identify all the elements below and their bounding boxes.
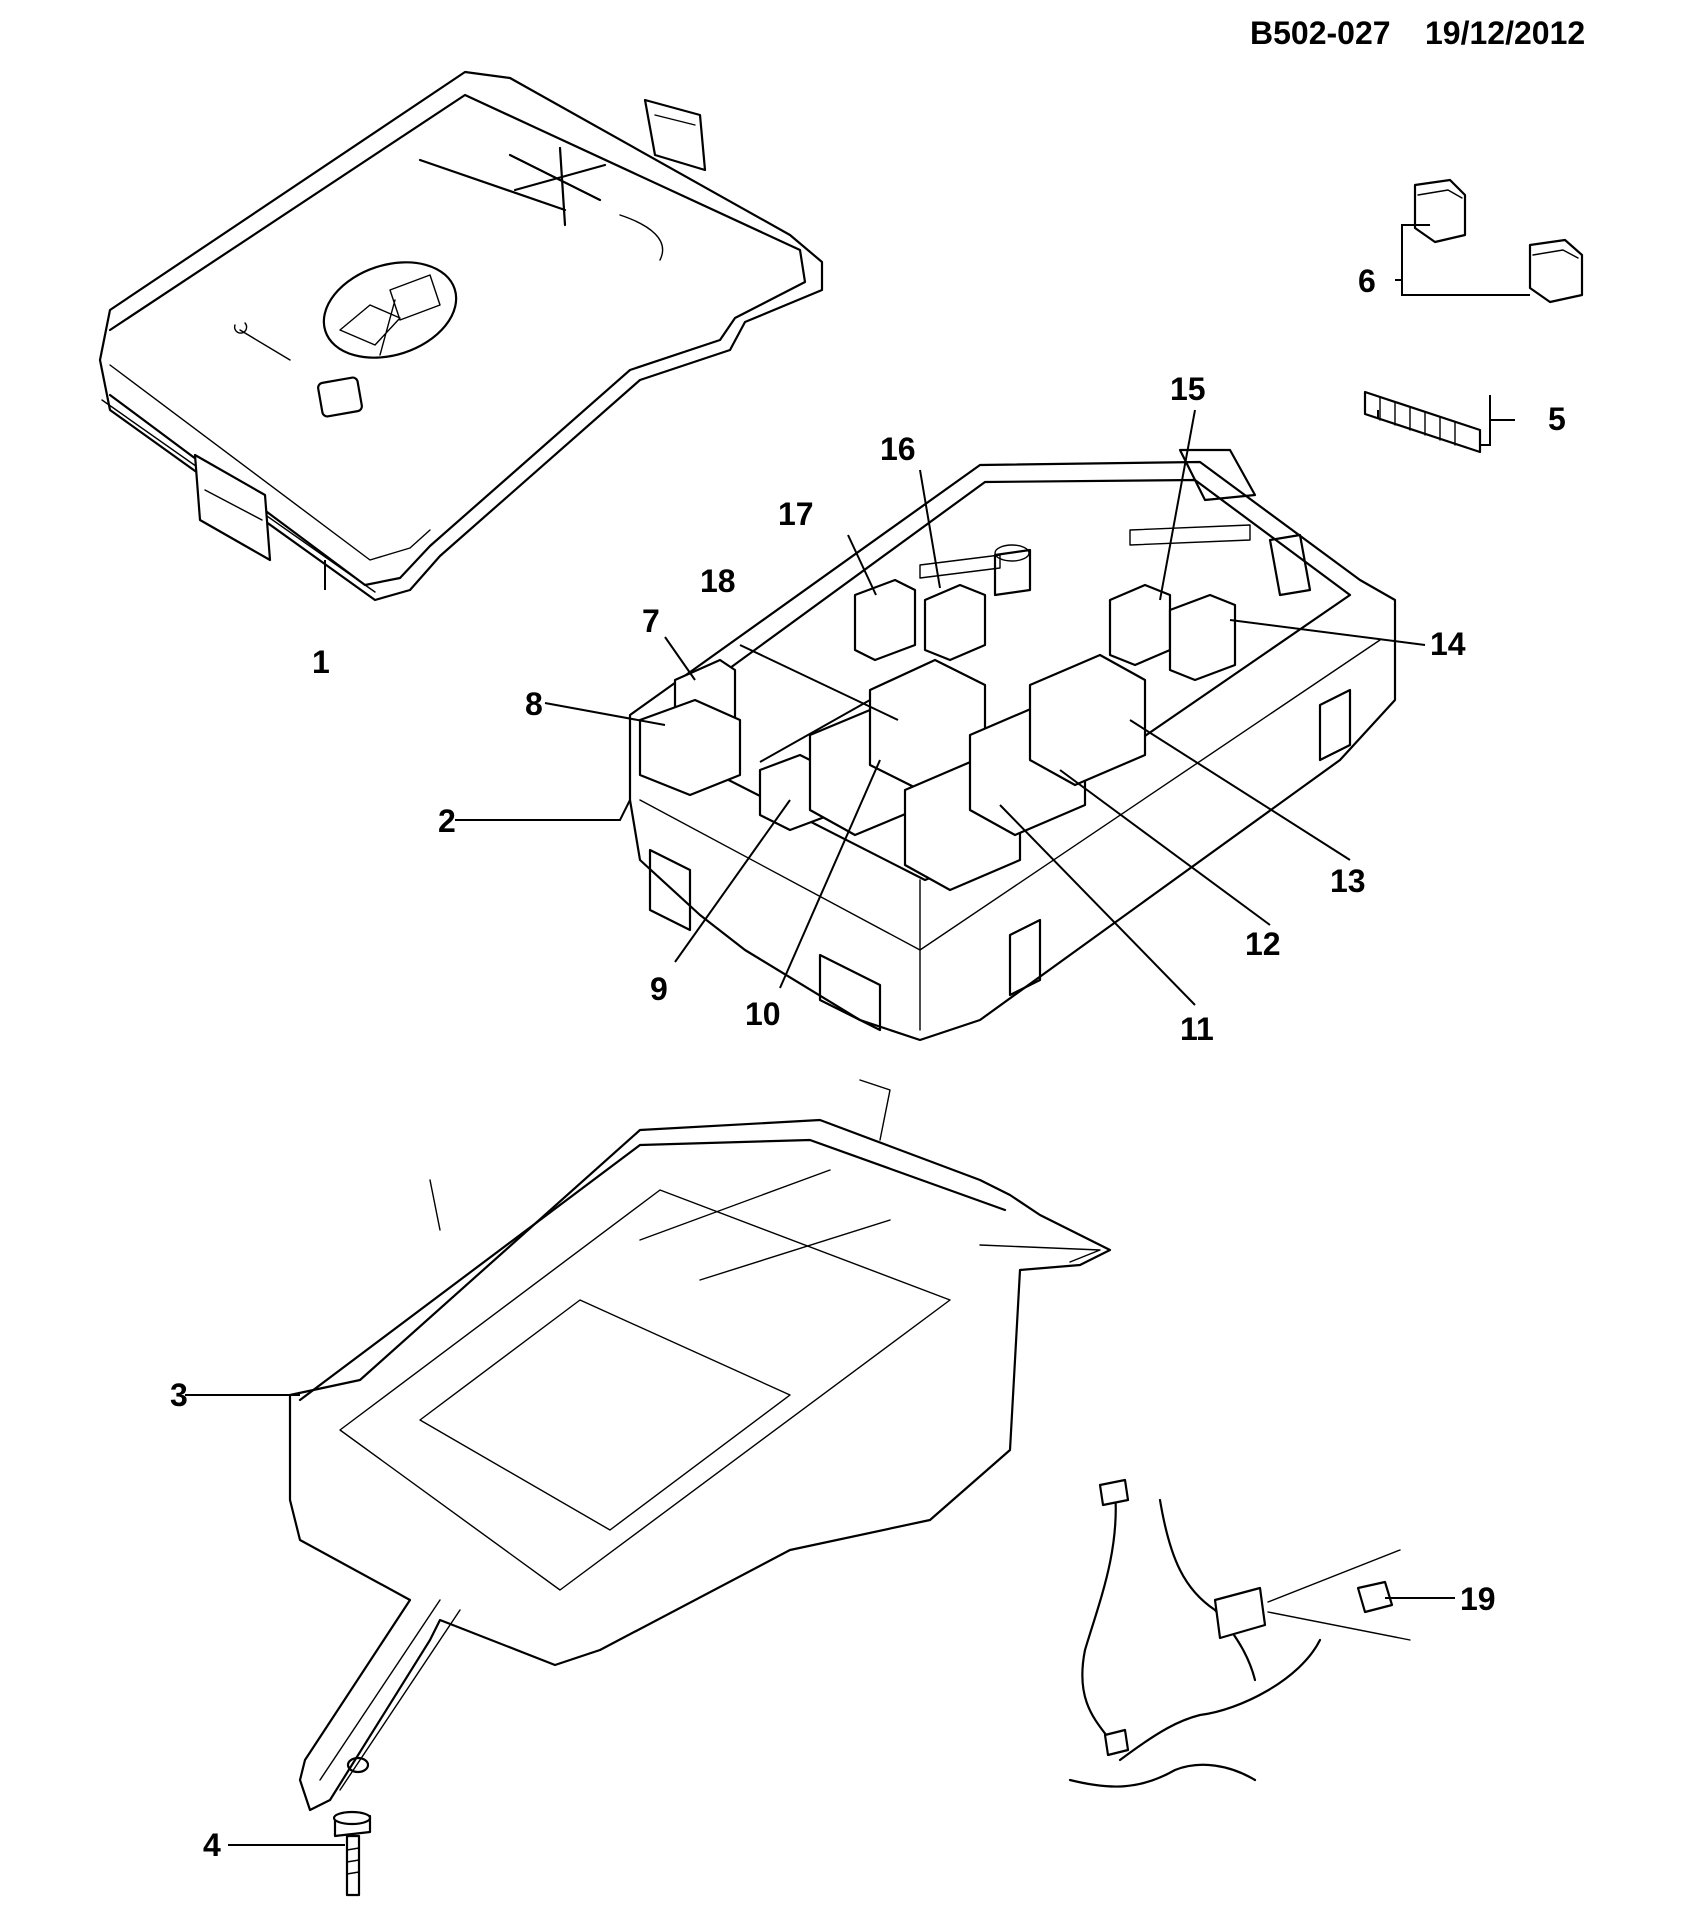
callout-4: 4 [203,1827,221,1863]
fuse-icon [1356,1580,1394,1614]
fuse-box-bracket-icon [288,1079,1112,1812]
callout-7: 7 [642,603,660,639]
callout-10: 10 [745,996,781,1032]
relay-icon [638,578,1237,892]
diagram-header: B502-027 19/12/2012 [1250,15,1585,51]
callout-13: 13 [1330,863,1366,899]
callout-9: 9 [650,971,668,1007]
diagram-date: 19/12/2012 [1425,15,1585,51]
callout-17: 17 [778,496,814,532]
callout-8: 8 [525,686,543,722]
callout-18: 18 [700,563,736,599]
callout-6: 6 [1358,263,1376,299]
diagram-id: B502-027 [1250,15,1391,51]
callout-labels: 1 2 3 4 5 6 7 8 9 10 11 12 13 14 15 16 1… [170,263,1566,1863]
callout-3: 3 [170,1377,188,1413]
callout-19: 19 [1460,1581,1496,1617]
callout-14: 14 [1430,626,1466,662]
callout-15: 15 [1170,371,1206,407]
callout-2: 2 [438,803,456,839]
callout-5: 5 [1548,401,1566,437]
leader-lines [185,224,1530,1846]
bolt-icon [332,1810,372,1897]
maxi-fuse-icon [1413,178,1584,304]
callout-16: 16 [880,431,916,467]
fuse-box-cover-icon [98,70,824,602]
callout-11: 11 [1180,1011,1214,1047]
wiring-harness-icon [1068,1478,1411,1788]
callout-1: 1 [312,644,330,680]
callout-12: 12 [1245,926,1281,962]
mini-fuse-strip-icon [1363,390,1482,454]
